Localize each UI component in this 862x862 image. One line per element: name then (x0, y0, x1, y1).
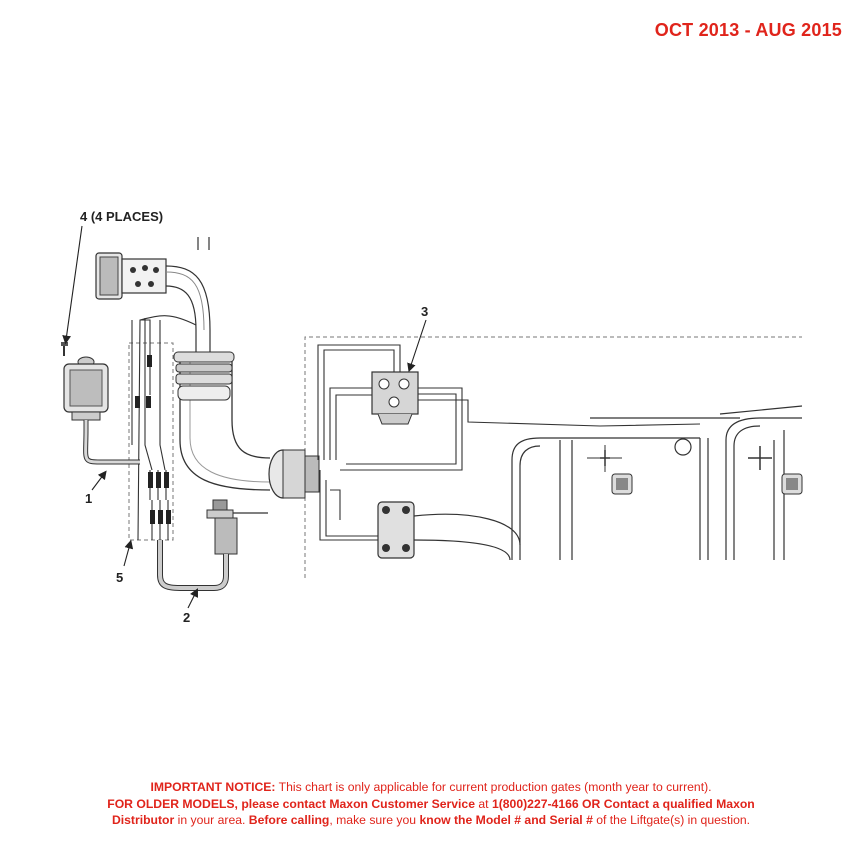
notice-text-3c: of the Liftgate(s) in question. (592, 813, 751, 827)
notice-heading: IMPORTANT NOTICE: (150, 780, 276, 794)
notice-text-3b: , make sure you (329, 813, 420, 827)
leader-5 (123, 539, 134, 567)
notice-distributor: Distributor (111, 813, 175, 827)
positive-terminal-2 (748, 446, 772, 470)
notice-model-serial: know the Model # and Serial # (419, 813, 593, 827)
solenoid (377, 501, 521, 561)
notice-line-3: Distributor in your area. Before calling… (40, 812, 822, 829)
leader-2 (187, 588, 198, 609)
notice-before-calling: Before calling (248, 813, 330, 827)
callout-5: 5 (116, 570, 123, 585)
notice-text-3a: in your area. (174, 813, 249, 827)
important-notice: IMPORTANT NOTICE: This chart is only app… (40, 779, 822, 829)
battery-lug-right (781, 473, 803, 495)
callout-3: 3 (421, 304, 428, 319)
battery-right (719, 405, 803, 560)
callout-4: 4 (4 PLACES) (80, 209, 163, 224)
date-range-title: OCT 2013 - AUG 2015 (654, 20, 842, 40)
harness-wires (131, 315, 197, 541)
notice-text-2: at (475, 796, 492, 811)
notice-phone: 1(800)227-4166 OR Contact a qualified Ma… (491, 796, 755, 811)
notice-line-1: IMPORTANT NOTICE: This chart is only app… (40, 779, 822, 796)
limit-switch-1 (63, 356, 140, 465)
callout-2: 2 (183, 610, 190, 625)
battery-left (511, 417, 740, 560)
pump-wiring (317, 344, 701, 541)
frame-post (197, 237, 210, 250)
positive-terminal-1 (587, 445, 622, 472)
battery-lug-left (611, 473, 633, 495)
notice-older-models: FOR OLDER MODELS, please contact Maxon C… (107, 796, 475, 811)
notice-line-2: FOR OLDER MODELS, please contact Maxon C… (40, 796, 822, 813)
leader-1 (91, 470, 107, 491)
leader-3 (407, 319, 427, 373)
callout-1: 1 (85, 491, 92, 506)
notice-text-1: This chart is only applicable for curren… (275, 780, 712, 794)
harness-box-5 (128, 342, 174, 541)
relay-block-3 (371, 371, 419, 425)
harness-terminals (135, 355, 171, 524)
conduit-pipe (173, 330, 320, 499)
top-connector (95, 252, 211, 331)
sensor-2 (157, 499, 268, 591)
screw-4 (61, 342, 68, 356)
battery-cap (674, 438, 692, 456)
leader-4 (62, 225, 83, 345)
